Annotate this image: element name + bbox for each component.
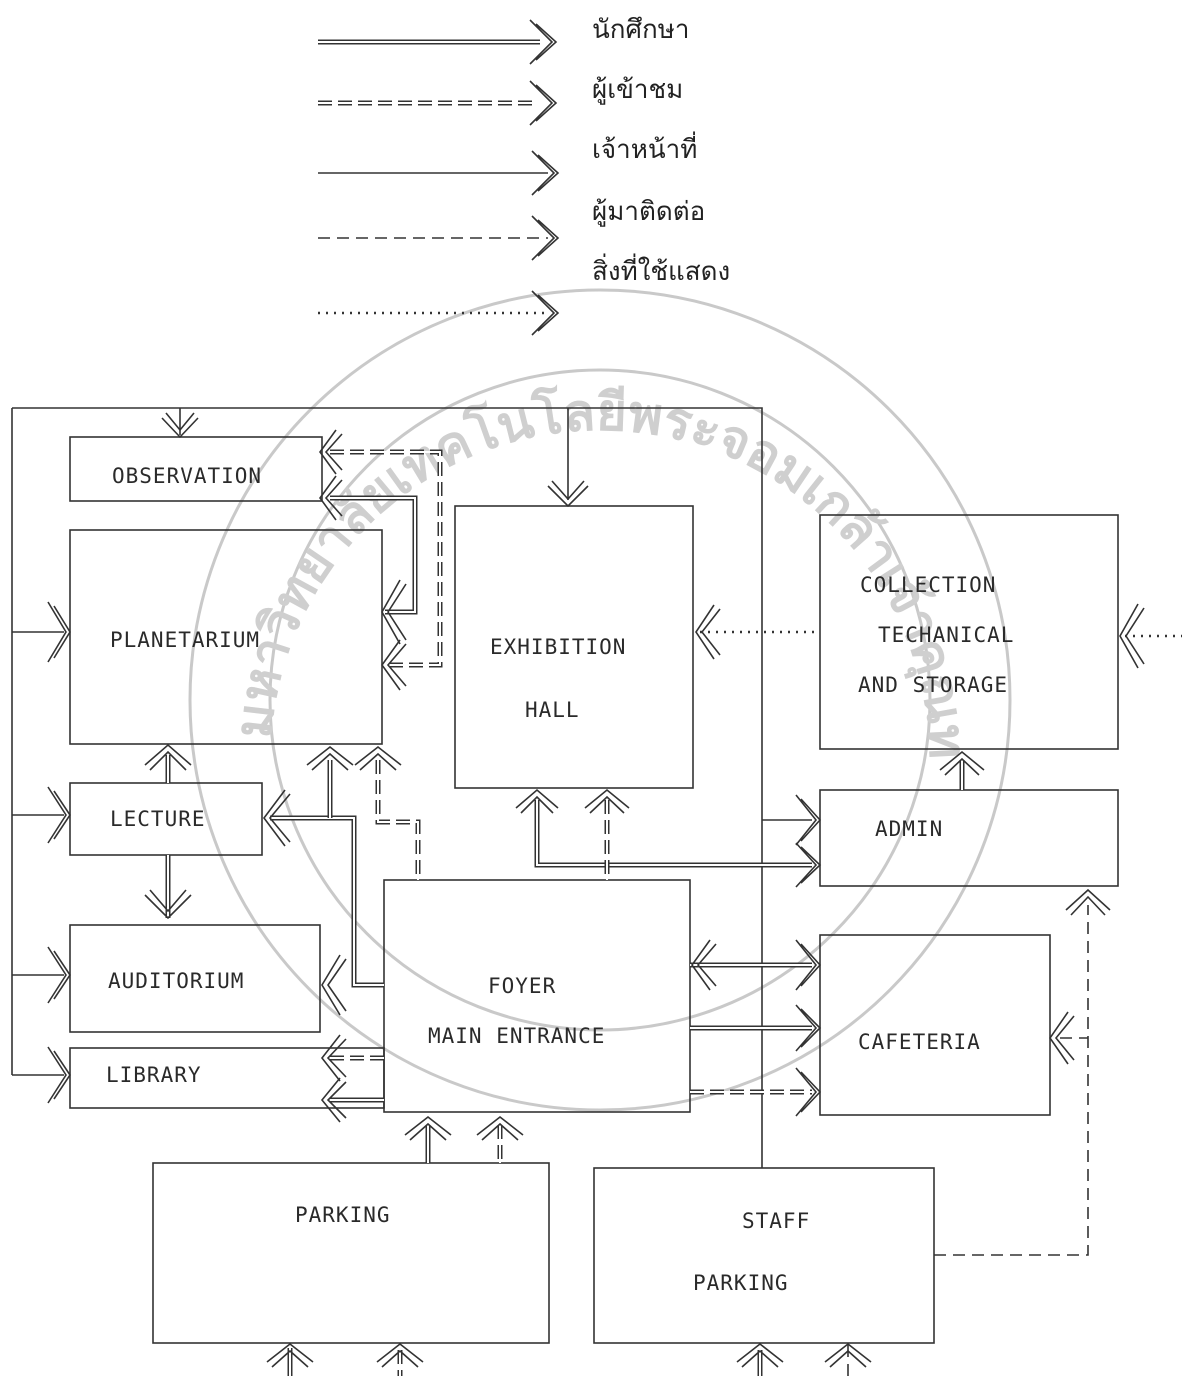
- arrowheads: [48, 413, 820, 1103]
- room-label: AND STORAGE: [858, 673, 1008, 697]
- room-parking: PARKING: [153, 1163, 549, 1343]
- legend: นักศึกษา ผู้เข้าชม เจ้าหน้าที่ ผู้มาติดต…: [318, 15, 730, 335]
- room-label: COLLECTION: [860, 573, 996, 597]
- room-admin: ADMIN: [820, 790, 1118, 886]
- room-auditorium: AUDITORIUM: [70, 925, 320, 1032]
- room-label: HALL: [525, 698, 580, 722]
- room-exhibition-hall: EXHIBITION HALL: [455, 506, 693, 788]
- legend-label-visitors: ผู้เข้าชม: [592, 75, 683, 105]
- room-label: FOYER: [488, 974, 556, 998]
- legend-line-visitors: [318, 81, 556, 125]
- room-label: MAIN ENTRANCE: [428, 1024, 605, 1048]
- room-label: PARKING: [693, 1271, 789, 1295]
- legend-line-students: [318, 20, 556, 64]
- legend-label-exhibits: สิ่งที่ใช้แสดง: [592, 253, 730, 287]
- legend-line-staff: [318, 151, 558, 195]
- watermark-seal: มหาวิทยาลัยเทคโนโลยีพระจอมเกล้าเจ้าคุณทห…: [0, 0, 1010, 1110]
- room-label: PARKING: [295, 1203, 391, 1227]
- room-label: EXHIBITION: [490, 635, 626, 659]
- room-label: LIBRARY: [106, 1063, 202, 1087]
- room-cafeteria: CAFETERIA: [820, 935, 1050, 1115]
- room-label: STAFF: [742, 1209, 810, 1233]
- room-foyer: FOYER MAIN ENTRANCE: [384, 880, 690, 1112]
- contact-circulation: [848, 905, 1088, 1376]
- legend-label-contacts: ผู้มาติดต่อ: [592, 197, 705, 227]
- room-staff-parking: STAFF PARKING: [594, 1168, 934, 1343]
- legend-label-staff: เจ้าหน้าที่: [592, 131, 697, 165]
- room-label: AUDITORIUM: [108, 969, 244, 993]
- room-label: TECHANICAL: [878, 623, 1014, 647]
- room-label: PLANETARIUM: [110, 628, 260, 652]
- legend-label-students: นักศึกษา: [592, 15, 690, 45]
- legend-line-contacts: [318, 216, 558, 260]
- room-observation: OBSERVATION: [70, 437, 322, 501]
- room-label: ADMIN: [875, 817, 943, 841]
- room-lecture: LECTURE: [70, 783, 262, 855]
- room-label: LECTURE: [110, 807, 206, 831]
- room-label: CAFETERIA: [858, 1030, 981, 1054]
- room-label: OBSERVATION: [112, 464, 262, 488]
